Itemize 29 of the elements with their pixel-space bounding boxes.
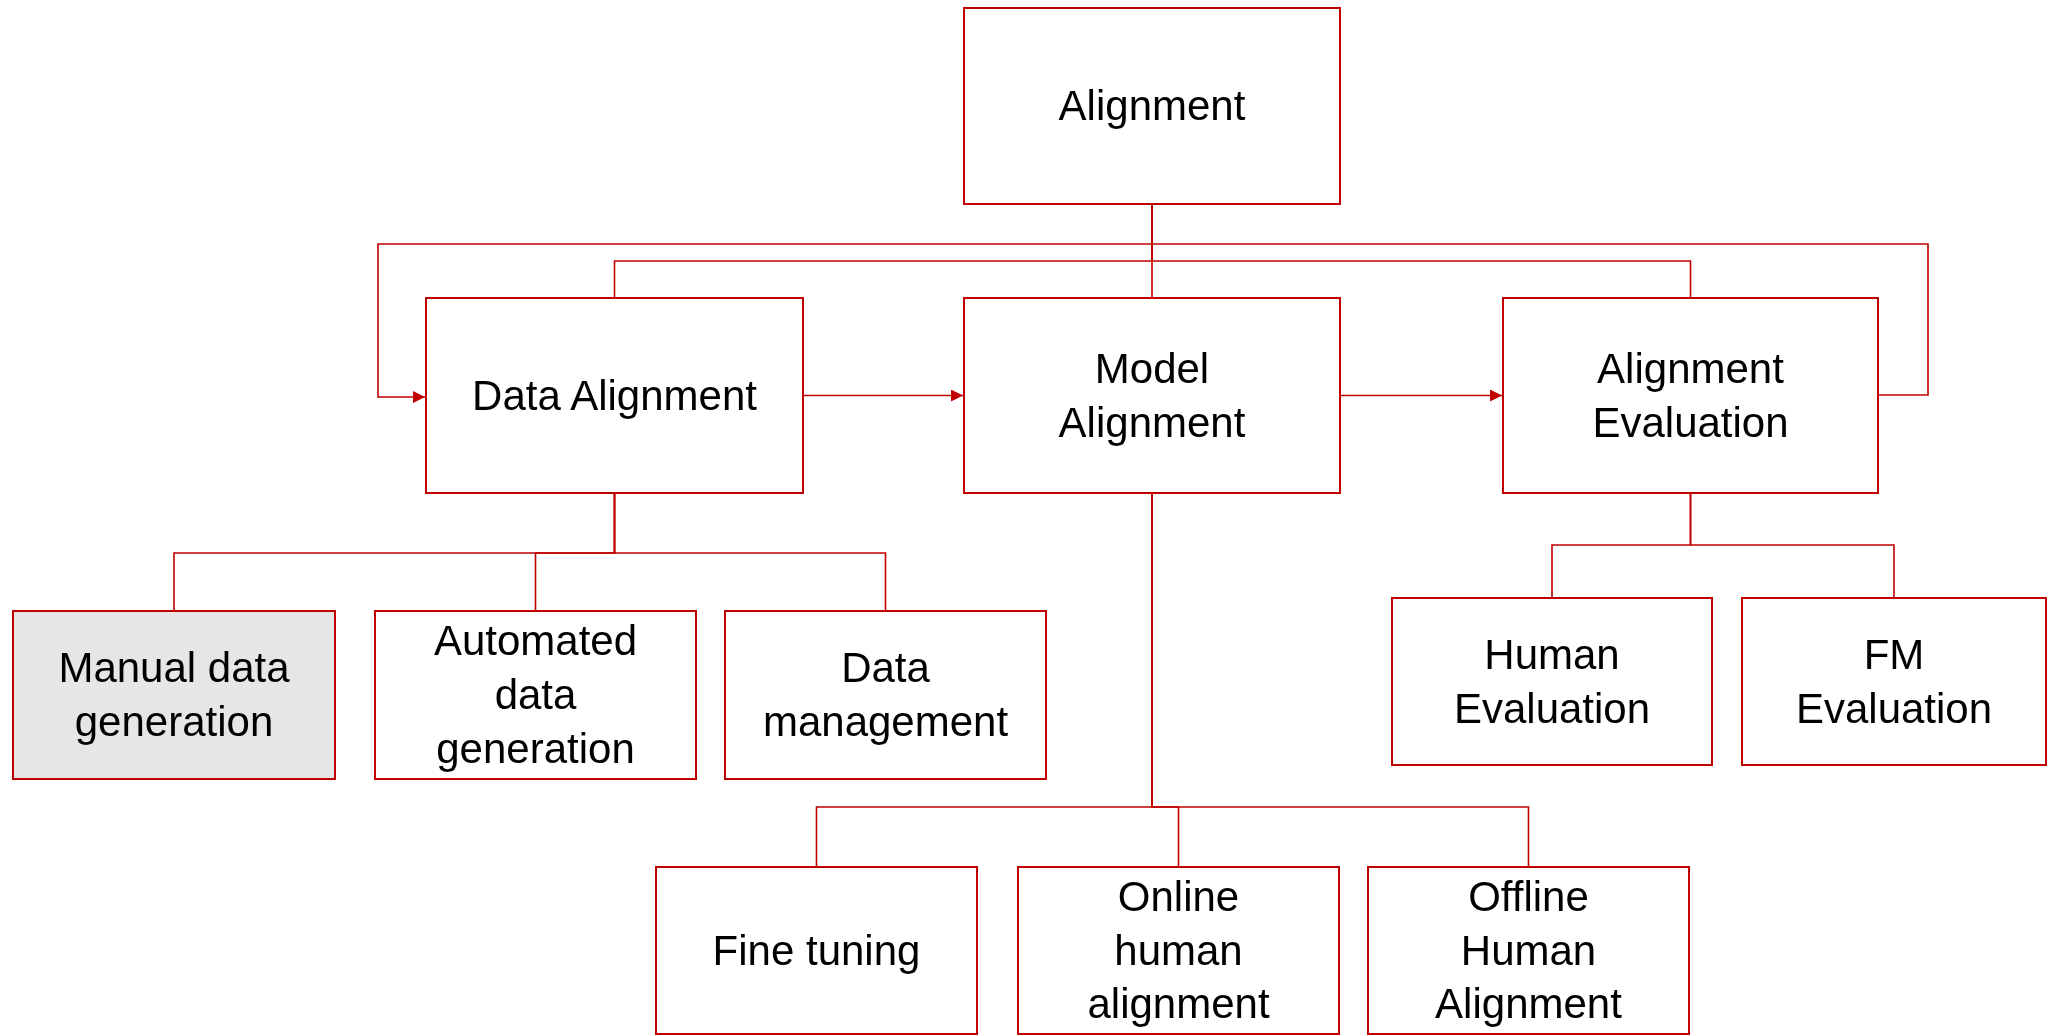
process-box — [1017, 866, 1340, 1035]
box-label: Alignment — [1058, 81, 1246, 132]
box-label: Data Alignment — [472, 370, 757, 421]
process-box — [425, 297, 804, 494]
process-box — [1741, 597, 2047, 766]
process-box — [963, 7, 1341, 205]
box-label: Manual data generation — [57, 643, 291, 747]
box-label: Fine tuning — [712, 925, 921, 976]
process-box — [1502, 297, 1879, 494]
box-label: Human Evaluation — [1452, 629, 1652, 734]
process-box — [374, 610, 697, 780]
process-box — [963, 297, 1341, 494]
arrow — [803, 389, 964, 402]
process-box — [655, 866, 978, 1035]
box-label: Automated data generation — [432, 616, 639, 774]
arrow — [1340, 389, 1503, 402]
box-label: FM Evaluation — [1794, 629, 1994, 734]
box-label: Offline Human Alignment — [1434, 871, 1623, 1030]
process-box — [1367, 866, 1690, 1035]
connector-line — [1151, 493, 1530, 867]
process-box — [724, 610, 1047, 780]
box-label: Model Alignment — [1057, 343, 1247, 448]
process-box — [12, 610, 336, 780]
connector-line — [1689, 493, 1895, 598]
box-label: Online human alignment — [1086, 871, 1271, 1030]
process-box — [1391, 597, 1713, 766]
box-label: Alignment Evaluation — [1591, 343, 1790, 448]
connector-line — [613, 493, 887, 611]
box-label: Data management — [761, 643, 1010, 747]
